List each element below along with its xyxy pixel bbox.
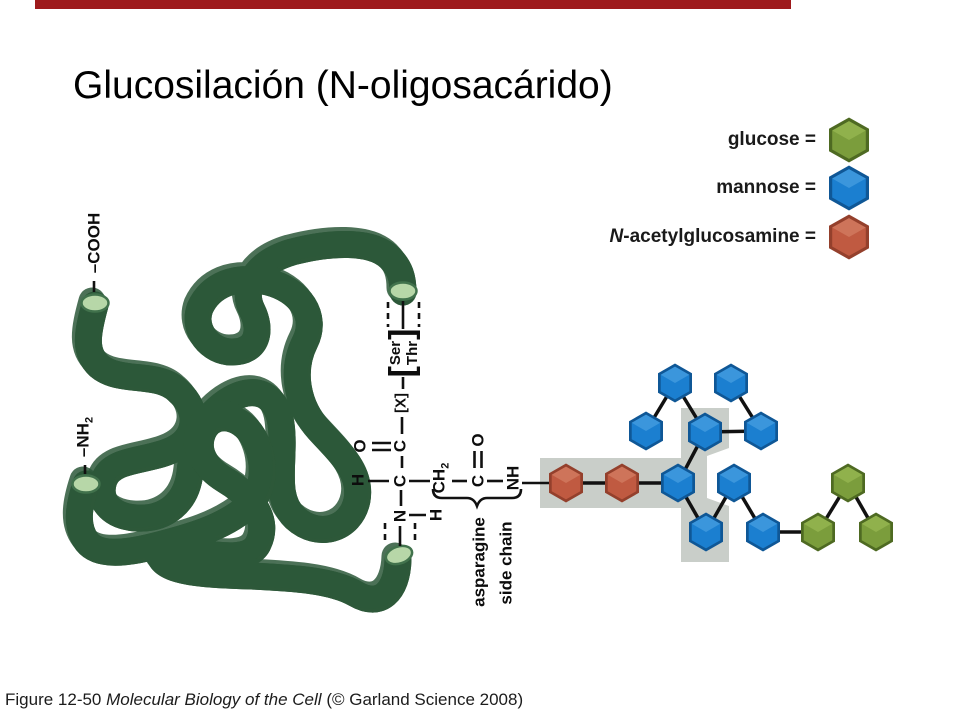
glucose-hexagon-icon (826, 115, 872, 165)
backbone-nh-label: H (426, 508, 446, 522)
glycan-hexagons (549, 363, 893, 552)
mannose-sugar-hexagon (688, 412, 722, 452)
mannose-hexagon (829, 165, 869, 211)
bracket-open: [ (382, 366, 421, 378)
protein-strand-n-terminal (76, 414, 412, 599)
caption-figure-number: Figure 12-50 (5, 690, 102, 709)
alpha-c-label: C (390, 474, 410, 488)
protein-ribbon (71, 240, 418, 599)
asparagine-label: asparagine (469, 517, 489, 607)
c-terminus-label: –COOH (84, 212, 104, 274)
residue-thr: Thr (404, 340, 421, 366)
sidechain-o-label: O (468, 433, 488, 447)
legend-row-mannose: mannose = (716, 164, 872, 212)
glcnac-hexagon-icon (826, 212, 872, 262)
slide-accent-bar (35, 0, 791, 9)
mannose-sugar-hexagon (744, 411, 778, 451)
mannose-sugar-hexagon (717, 463, 751, 503)
legend-label-mannose: mannose = (716, 177, 816, 199)
mannose-sugar-hexagon (629, 411, 663, 451)
mannose-sugar-hexagon (746, 512, 780, 552)
glucose-sugar-hexagon (801, 512, 835, 552)
legend-label-prefix: N (609, 226, 624, 247)
carbonyl-c-label: C (390, 439, 410, 453)
n-acetylglucosamine-sugar-hexagon (549, 463, 583, 503)
sidechain-c-label: C (468, 474, 488, 488)
mannose-sugar-hexagon (658, 363, 692, 403)
caption-book-title: Molecular Biology of the Cell (106, 690, 322, 709)
side-chain-label: side chain (496, 521, 516, 605)
legend-label-text: glucose = (727, 129, 816, 150)
mannose-sugar-hexagon (689, 512, 723, 552)
legend-row-glucose: glucose = (728, 116, 872, 164)
bracket-close: ] (382, 328, 421, 340)
n-acetylglucosamine-sugar-hexagon (605, 463, 639, 503)
figure-caption: Figure 12-50 Molecular Biology of the Ce… (5, 690, 523, 710)
legend-row-glcnac: N-acetylglucosamine = (610, 213, 872, 261)
caption-rights: (© Garland Science 2008) (326, 690, 524, 709)
n-acetylglucosamine-hexagon (829, 214, 869, 260)
legend-label-text: -acetylglucosamine = (623, 226, 816, 247)
protein-strand-c-terminal (85, 240, 417, 529)
legend-label-glucose: glucose = (728, 129, 816, 151)
legend-label-glcnac: N-acetylglucosamine = (610, 226, 816, 248)
tube-end-caps (71, 281, 418, 566)
amide-nh-label: NH (503, 465, 523, 491)
glucose-sugar-hexagon (831, 463, 865, 503)
ser-thr-residue-label: [ Ser Thr ] (382, 328, 422, 378)
legend-label-text: mannose = (716, 177, 816, 198)
alpha-h-label: H (348, 473, 368, 487)
n-terminus-label: –NH2 (73, 416, 96, 458)
backbone-n-label: N (390, 509, 410, 523)
page-title: Glucosilación (N-oligosacárido) (73, 64, 613, 107)
mannose-sugar-hexagon (661, 463, 695, 503)
mannose-hexagon-icon (826, 163, 872, 213)
glucose-hexagon (829, 117, 869, 163)
glucose-sugar-hexagon (859, 512, 893, 552)
carbonyl-o-label: O (350, 439, 370, 453)
x-residue-label: [X] (392, 393, 410, 413)
ch2-label: CH2 (429, 462, 452, 494)
residue-ser: Ser (386, 340, 404, 366)
mannose-sugar-hexagon (714, 363, 748, 403)
